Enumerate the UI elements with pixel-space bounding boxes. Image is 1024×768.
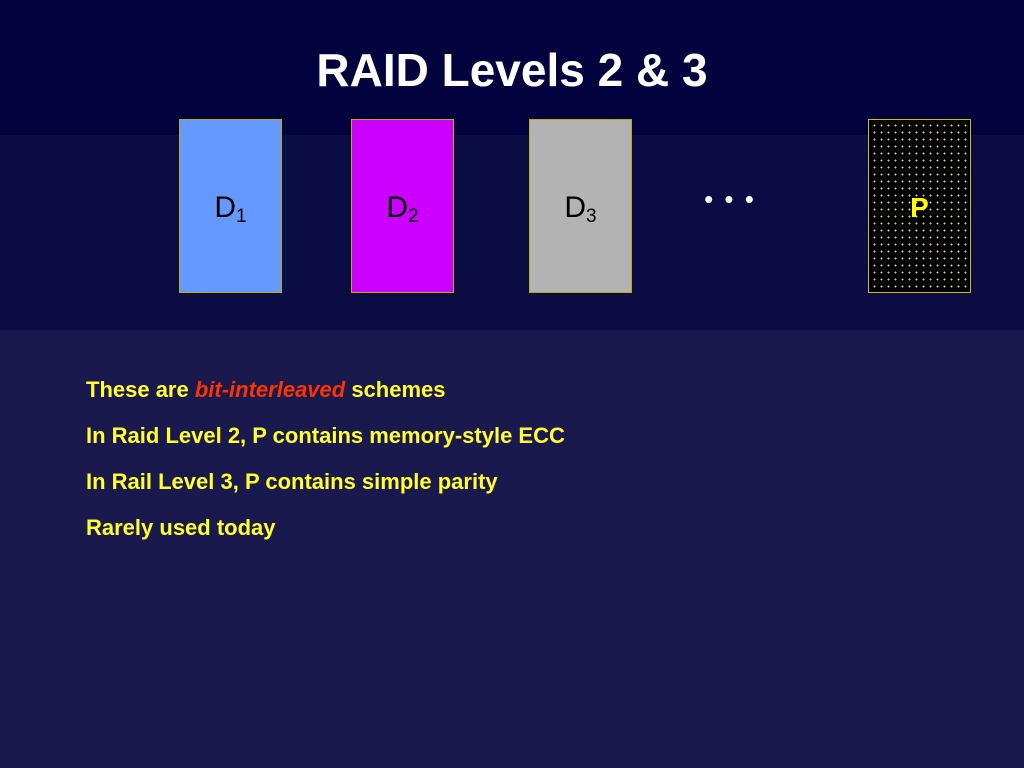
parity-label: P (910, 192, 929, 223)
disk-label: D2 (386, 191, 419, 227)
parity-disk: P (868, 119, 971, 293)
bullet-item: These are bit-interleaved schemes (86, 377, 446, 402)
emphasized-term: bit-interleaved (194, 377, 346, 402)
data-disk-2: D2 (351, 119, 454, 293)
disk-label: D3 (564, 191, 597, 227)
bullet-item: In Rail Level 3, P contains simple parit… (86, 469, 498, 494)
data-disk-1: D1 (179, 119, 282, 293)
bullet-item: In Raid Level 2, P contains memory-style… (86, 423, 565, 448)
disk-label: D1 (214, 191, 247, 227)
slide-title: RAID Levels 2 & 3 (316, 44, 708, 96)
bullet-item: Rarely used today (86, 515, 276, 540)
bullet-list: These are bit-interleaved schemes In Rai… (86, 375, 565, 559)
more-disks-ellipsis: • • • (704, 184, 756, 214)
data-disk-3: D3 (529, 119, 632, 293)
